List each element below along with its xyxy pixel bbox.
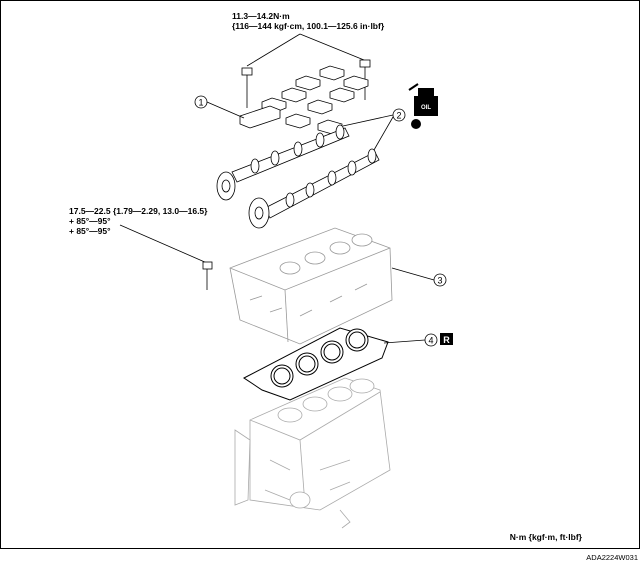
torque-leader-lines bbox=[119, 33, 365, 264]
cylinder-head-gasket bbox=[243, 327, 389, 401]
torque-left-line3: + 85°—95° bbox=[69, 226, 111, 236]
cylinder-head-bolt-torque-spec: 17.5—22.5 {1.79—2.29, 13.0—16.5} + 85°—9… bbox=[69, 206, 207, 236]
units-note: N·m {kgf·m, ft·lbf} bbox=[509, 532, 582, 542]
callout-1: 1 bbox=[194, 95, 245, 119]
torque-top-line1: 11.3—14.2N·m bbox=[232, 11, 290, 21]
callout-2-label: 2 bbox=[396, 111, 401, 121]
camshaft-cap-bolt-left bbox=[241, 67, 253, 108]
camshaft-caps bbox=[239, 65, 369, 135]
callout-3-label: 3 bbox=[437, 276, 442, 286]
exhaust-camshaft bbox=[216, 124, 350, 201]
torque-left-line1: 17.5—22.5 {1.79—2.29, 13.0—16.5} bbox=[69, 206, 208, 216]
torque-top-line2: {116—144 kgf·cm, 100.1—125.6 in·lbf} bbox=[232, 21, 385, 31]
cylinder-head-bolt bbox=[202, 261, 213, 290]
intake-camshaft bbox=[248, 148, 380, 229]
callout-3: 3 bbox=[391, 267, 447, 287]
figure-code: ADA2224W031 bbox=[586, 553, 638, 562]
cylinder-head bbox=[229, 227, 393, 345]
callout-1-label: 1 bbox=[198, 98, 203, 108]
callout-2: 2 bbox=[342, 108, 406, 151]
diagram-frame bbox=[0, 0, 640, 549]
replace-part-badge: R bbox=[440, 333, 453, 345]
oil-can-icon: OIL bbox=[408, 83, 438, 129]
callout-4: 4 bbox=[383, 333, 438, 347]
oil-label: OIL bbox=[421, 105, 431, 111]
torque-left-line2: + 85°—95° bbox=[69, 216, 111, 226]
camshaft-cap-bolt-torque-spec: 11.3—14.2N·m {116—144 kgf·cm, 100.1—125.… bbox=[232, 11, 384, 31]
callout-4-label: 4 bbox=[428, 336, 433, 346]
replace-mark-label: R bbox=[443, 335, 450, 345]
cylinder-block bbox=[234, 377, 391, 529]
